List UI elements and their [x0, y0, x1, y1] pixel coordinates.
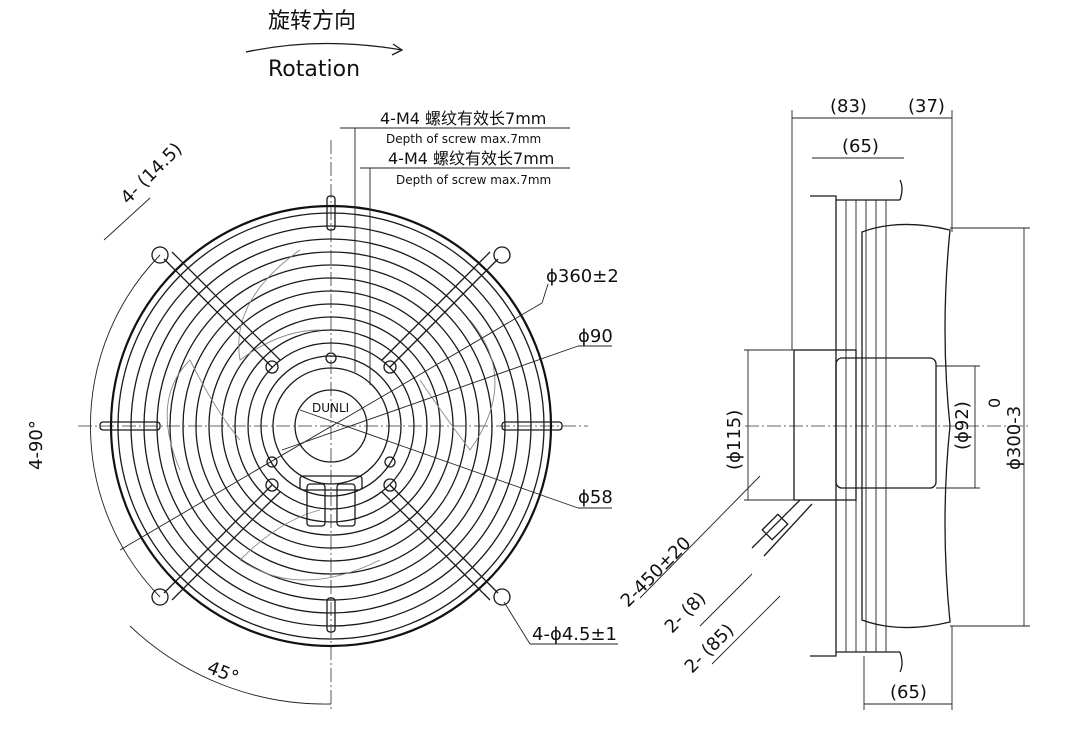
- guard-ribs: [99, 195, 563, 633]
- screw-note-1-cn: 4-M4 螺纹有效长7mm: [380, 109, 546, 128]
- hub-screw-left: [266, 456, 278, 468]
- fan-blades: [166, 249, 496, 581]
- dim-300-tol: 0: [985, 398, 1004, 408]
- dim-45-group: 45°: [204, 657, 241, 688]
- guard-ring: [247, 342, 415, 510]
- dim-cable-line: [639, 475, 761, 599]
- side-blade: [861, 223, 951, 629]
- dim-inner-diameter: ϕ58: [578, 487, 613, 508]
- dim-65-bottom: (65): [890, 682, 927, 703]
- dim-hub-leader: [281, 345, 579, 451]
- guard-ring: [221, 316, 441, 536]
- dim-83: (83): [830, 96, 867, 117]
- guard-ring: [260, 355, 402, 497]
- dim-300: ϕ300-3: [1004, 406, 1025, 470]
- outer-ring: [109, 204, 553, 648]
- screw-note-2-cn: 4-M4 螺纹有效长7mm: [388, 149, 554, 168]
- hub-outer: [272, 367, 390, 485]
- motor-rotor: [835, 357, 937, 489]
- rotation-arrow: [245, 42, 403, 53]
- dim-92-group: (ϕ92): [952, 401, 973, 450]
- guard-spokes: [151, 246, 511, 606]
- rotation-arrowhead: [391, 43, 404, 56]
- rotation-indicator: 旋转方向 Rotation: [245, 9, 404, 82]
- dim-angle-45: 45°: [204, 657, 241, 688]
- dim-outer-leader: [119, 302, 543, 551]
- guard-ring: [143, 238, 519, 614]
- guard-ring: [195, 290, 467, 562]
- dim-outer-leader-2: [541, 283, 549, 304]
- dim-8: 2- (8): [661, 588, 711, 638]
- dim-85-group: 2- (85): [681, 620, 739, 678]
- dim-45-arc: [129, 625, 332, 705]
- dim-slot: 4- (14.5): [117, 139, 187, 209]
- side-view: (83) (37) (65) (ϕ115) (ϕ92) ϕ300-3 0 (65…: [617, 96, 1030, 710]
- dim-angle-4x90: 4-90°: [26, 420, 47, 470]
- guard-ring: [130, 225, 532, 627]
- guard-ring: [208, 303, 454, 549]
- guard-ring: [156, 251, 506, 601]
- dim-angle-arc: [90, 254, 161, 598]
- guard-rings: [130, 225, 532, 627]
- hub-screw-right: [384, 456, 396, 468]
- dim-hub-diameter: ϕ90: [578, 326, 613, 347]
- dim-inner-leader: [299, 409, 579, 509]
- dim-85-line: [711, 595, 781, 665]
- dim-8-group: 2- (8): [661, 588, 711, 638]
- dim-300-group: ϕ300-3: [1004, 406, 1025, 470]
- screw-note-2-en: Depth of screw max.7mm: [396, 173, 551, 187]
- dim-mount-holes: 4-ϕ4.5±1: [532, 624, 617, 645]
- rotation-label-cn: 旋转方向: [268, 9, 356, 34]
- dim-92: (ϕ92): [952, 401, 973, 450]
- dim-37: (37): [908, 96, 945, 117]
- hub-inner: [294, 389, 368, 463]
- side-cable: [751, 499, 813, 557]
- dim-8-line: [699, 573, 753, 627]
- dim-65-top: (65): [842, 136, 879, 157]
- guard-ring: [169, 264, 493, 588]
- dim-115: (ϕ115): [724, 410, 745, 470]
- rotation-label-en: Rotation: [268, 57, 360, 82]
- motor-body: [793, 349, 857, 501]
- front-view: DUNLI 4-M4 螺纹有效长7mm Depth of screw max.7…: [26, 109, 619, 712]
- dim-115-group: (ϕ115): [724, 410, 745, 470]
- dim-holes-leader: [503, 601, 531, 645]
- outer-ring-inner: [117, 212, 545, 640]
- guard-ring: [182, 277, 480, 575]
- hub-logo: DUNLI: [312, 401, 349, 415]
- cable-glands: [299, 475, 363, 527]
- guard-ring: [234, 329, 428, 523]
- screw-note-1-en: Depth of screw max.7mm: [386, 132, 541, 146]
- dim-slot-group: 4- (14.5): [117, 139, 187, 209]
- dim-slot-leader: [103, 197, 151, 241]
- dim-angle-group: 4-90°: [26, 420, 47, 470]
- dim-300-tol-group: 0: [985, 398, 1004, 408]
- dim-85: 2- (85): [681, 620, 739, 678]
- dim-outer-diameter: ϕ360±2: [546, 266, 619, 287]
- hub-screw-top: [325, 352, 337, 364]
